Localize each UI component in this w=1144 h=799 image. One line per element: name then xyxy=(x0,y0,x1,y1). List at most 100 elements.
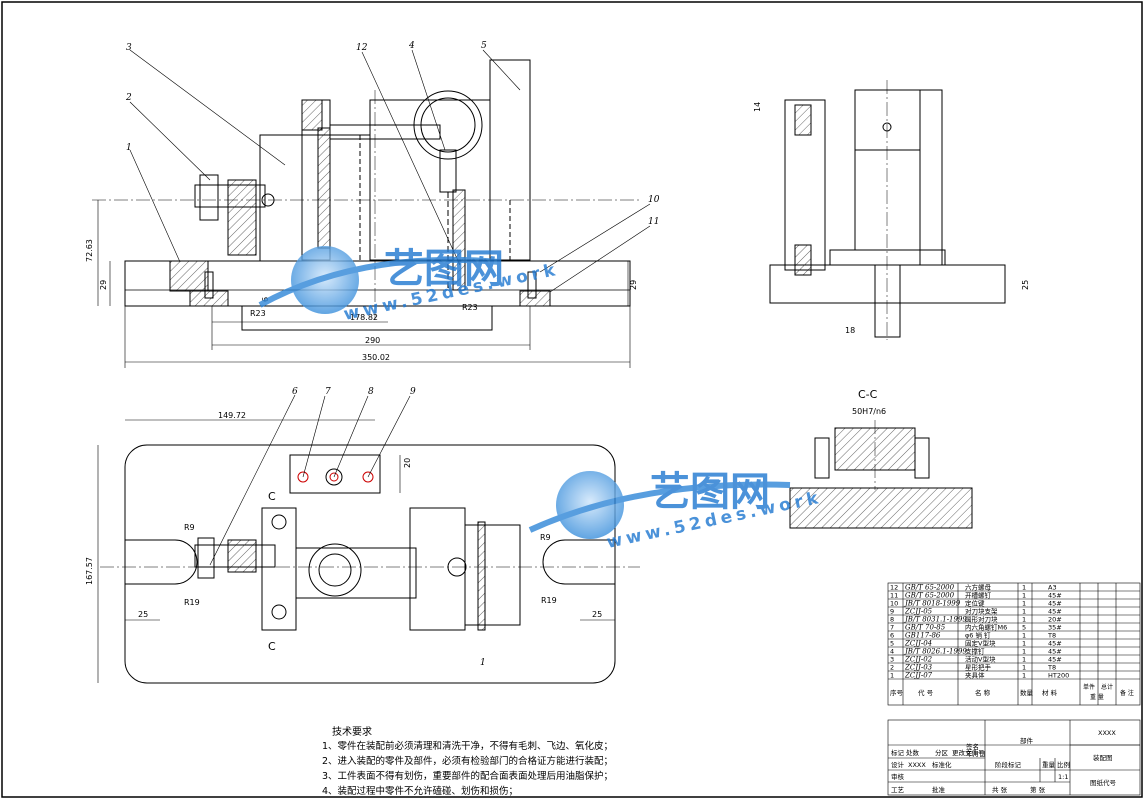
tb-weight: 重量 xyxy=(1042,761,1056,769)
parts-row-name: φ6 销 钉 xyxy=(965,631,991,640)
dim-r19-left: R19 xyxy=(184,598,200,607)
balloon-12: 12 xyxy=(356,43,368,53)
parts-row-material: 45# xyxy=(1048,592,1062,600)
dim-290: 290 xyxy=(365,336,380,345)
tb-stage: 阶段标记 xyxy=(995,760,1022,769)
parts-row-qty: 1 xyxy=(1022,656,1026,664)
tb-craft: 工艺 xyxy=(891,786,905,794)
parts-row-no: 7 xyxy=(890,624,894,632)
parts-row-code: JB/T 8031.1-1999 xyxy=(903,616,967,624)
tb-approve: 批准 xyxy=(932,785,946,794)
tb-check: 审核 xyxy=(891,772,905,781)
tech-req-item-3: 3、工件表面不得有划伤，重要部件的配合面表面处理后用油脂保护； xyxy=(322,771,614,782)
balloon-6: 6 xyxy=(292,387,298,397)
parts-row-name: 活动V型块 xyxy=(965,655,996,664)
watermark-cn: 艺图网 xyxy=(384,246,504,292)
parts-header-name: 名 称 xyxy=(975,688,991,697)
balloon-9: 9 xyxy=(410,387,416,397)
plan-dimensions xyxy=(97,419,615,683)
parts-row-qty: 1 xyxy=(1022,632,1026,640)
tech-req-item-2: 2、进入装配的零件及部件，必须有检验部门的合格证方能进行装配； xyxy=(322,756,614,767)
parts-row-code: ZCJJ-05 xyxy=(904,608,933,616)
parts-row-qty: 5 xyxy=(1022,624,1026,632)
parts-header-single: 单件 xyxy=(1083,683,1095,691)
dim-149-72: 149.72 xyxy=(218,411,246,420)
front-view xyxy=(92,59,640,331)
parts-row-no: 12 xyxy=(890,584,898,592)
parts-header-no: 序号 xyxy=(890,688,904,697)
parts-row-no: 10 xyxy=(890,600,898,608)
parts-row-qty: 1 xyxy=(1022,664,1026,672)
tb-sign: 签名 xyxy=(966,742,979,751)
tb-std: 标准化 xyxy=(932,760,952,769)
parts-row-name: 支撑钉 xyxy=(965,647,985,656)
parts-header-material: 材 料 xyxy=(1042,688,1058,697)
parts-row-no: 3 xyxy=(890,656,894,664)
dim-72-63: 72.63 xyxy=(85,239,94,262)
balloon-leaders-plan xyxy=(209,394,411,566)
parts-header-code: 代 号 xyxy=(918,688,934,697)
parts-row-no: 5 xyxy=(890,640,894,648)
tb-drawing-no: 图纸代号 xyxy=(1090,778,1117,787)
parts-row-material: HT200 xyxy=(1048,672,1069,680)
cut-label-bottom: C xyxy=(268,640,276,653)
dim-29-left: 29 xyxy=(99,280,108,290)
parts-row-material: 45# xyxy=(1048,608,1062,616)
watermark-1: 艺图网 www.52des.work xyxy=(258,246,561,325)
dim-18: 18 xyxy=(845,326,855,335)
parts-row-name: 星形把手 xyxy=(965,663,992,672)
tb-sheet-no: 第 张 xyxy=(1030,785,1046,794)
parts-row-qty: 1 xyxy=(1022,672,1026,680)
dim-20: 20 xyxy=(403,458,412,468)
balloon-4: 4 xyxy=(408,41,415,51)
parts-row-material: 20# xyxy=(1048,616,1062,624)
balloon-5: 5 xyxy=(481,41,487,51)
balloon-1-plan: 1 xyxy=(480,658,486,668)
parts-header-weight: 重 量 xyxy=(1090,693,1104,701)
watermark-cn-2: 艺图网 xyxy=(650,469,770,515)
parts-row-code: ZCJJ-03 xyxy=(904,664,933,672)
parts-row-no: 1 xyxy=(890,672,894,680)
dim-r9-left: R9 xyxy=(184,523,195,532)
parts-row-no: 2 xyxy=(890,664,894,672)
balloon-7: 7 xyxy=(325,387,331,397)
parts-row-material: T8 xyxy=(1047,664,1056,672)
tech-req-item-1: 1、零件在装配前必须清理和清洗干净，不得有毛刺、飞边、氧化皮； xyxy=(322,741,614,752)
tb-designer: XXXX xyxy=(908,761,926,769)
parts-row-qty: 1 xyxy=(1022,600,1026,608)
dim-29-right: 29 xyxy=(629,280,638,290)
dim-167-57: 167.57 xyxy=(85,557,94,585)
tb-scale-label: 比例 xyxy=(1057,760,1070,769)
dim-350-02: 350.02 xyxy=(362,353,390,362)
parts-row-material: 45# xyxy=(1048,648,1062,656)
tb-sheet: 共 张 xyxy=(992,785,1008,794)
parts-row-qty: 1 xyxy=(1022,640,1026,648)
section-fit: 50H7/n6 xyxy=(852,407,886,416)
title-block xyxy=(887,719,1141,796)
front-dimensions xyxy=(97,200,631,368)
tb-company: XXXX xyxy=(1098,729,1116,737)
cut-label-top: C xyxy=(268,490,276,503)
tb-count: 处数 xyxy=(906,748,920,757)
tech-req-title: 技术要求 xyxy=(332,727,372,738)
parts-row-name: 圆形对刀块 xyxy=(965,615,998,624)
parts-row-qty: 1 xyxy=(1022,608,1026,616)
parts-row-code: ZCJJ-07 xyxy=(904,672,933,680)
parts-row-no: 9 xyxy=(890,608,894,616)
dim-r9-right: R9 xyxy=(540,533,551,542)
parts-row-code: ZCJJ-02 xyxy=(904,656,933,664)
dim-r23-left: R23 xyxy=(250,309,266,318)
parts-row-material: 45# xyxy=(1048,640,1062,648)
parts-row-no: 6 xyxy=(890,632,894,640)
dim-25-left: 25 xyxy=(138,610,148,619)
tech-req-item-4: 4、装配过程中零件不允许磕碰、划伤和损伤； xyxy=(322,786,519,797)
parts-header-qty: 数量 xyxy=(1020,688,1034,697)
parts-row-qty: 1 xyxy=(1022,592,1026,600)
balloon-2: 2 xyxy=(125,93,132,103)
parts-row-name: 六方螺母 xyxy=(965,583,992,592)
parts-row-name: 开槽螺钉 xyxy=(965,591,992,600)
parts-row-code: GB117-86 xyxy=(905,632,941,640)
balloon-1: 1 xyxy=(126,143,132,153)
balloon-11: 11 xyxy=(648,217,659,227)
